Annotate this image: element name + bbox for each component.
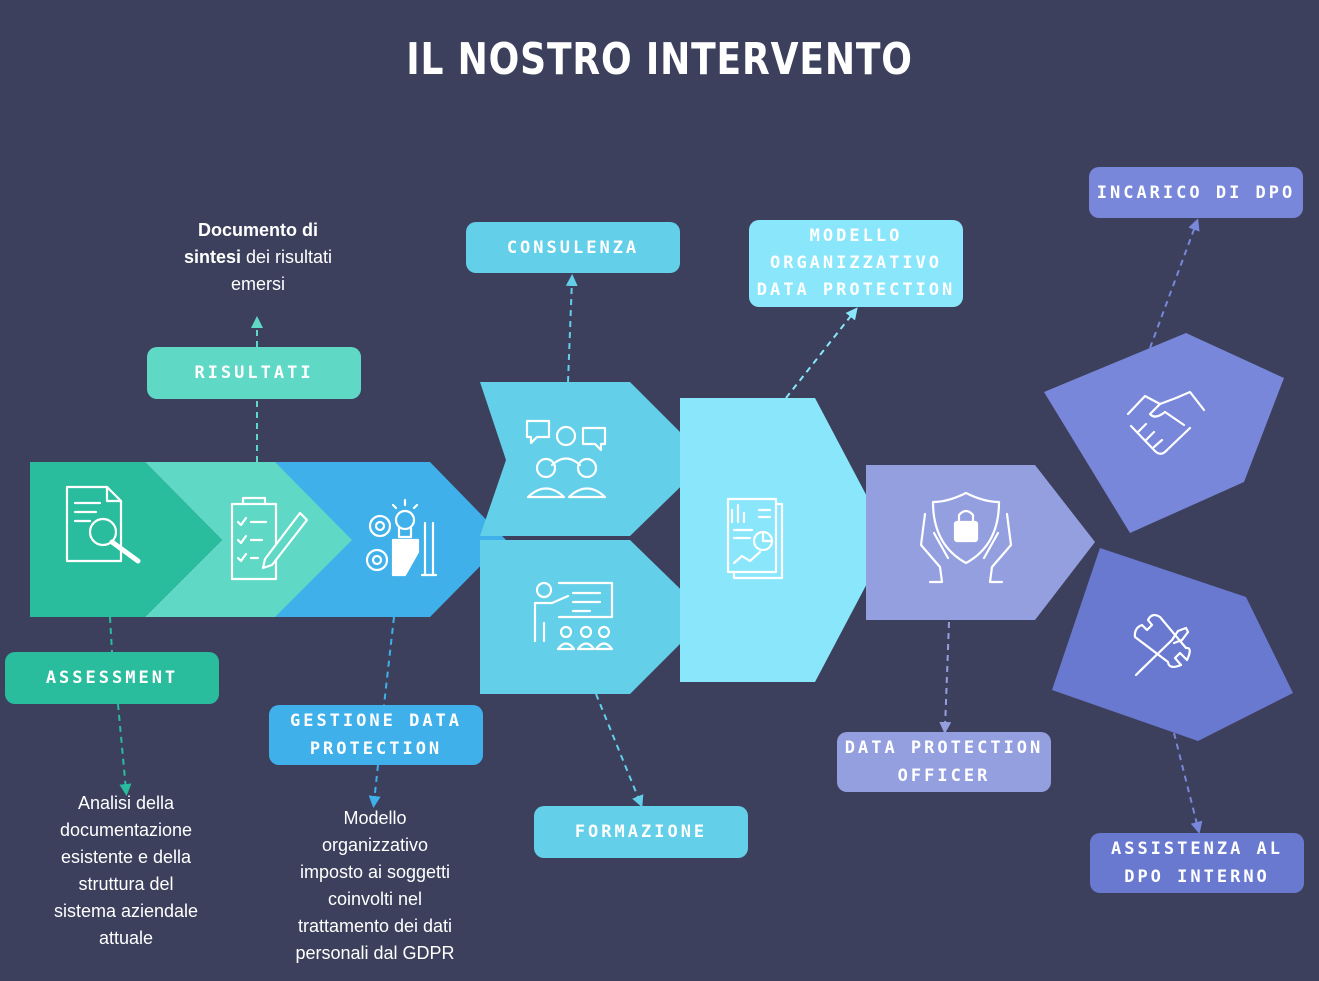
connector-assessment [109, 616, 113, 653]
report-chart-icon [726, 497, 784, 580]
gestione-description: Modello organizzativo imposto ai soggett… [295, 808, 455, 963]
pentagon-assistenza [1052, 548, 1293, 741]
chevron-consulenza [480, 382, 708, 536]
gears-bulb-icon [365, 498, 438, 577]
risultati-desc-rest: dei risultati [240, 247, 333, 267]
label-incarico: INCARICO DI DPO [1089, 167, 1303, 218]
meeting-chat-icon [525, 419, 607, 499]
risultati-desc-bold: Documento di [198, 220, 318, 240]
chevron-gestione [270, 462, 506, 617]
connector-gestione [383, 616, 395, 706]
tools-icon [1133, 613, 1191, 677]
chevron-dpo-officer [866, 465, 1095, 620]
presentation-audience-icon [533, 581, 614, 651]
label-dpo-officer: DATA PROTECTION OFFICER [837, 732, 1051, 792]
label-assessment: ASSESSMENT [5, 652, 219, 704]
connector-formazione [595, 693, 644, 808]
connector-assistenza [1173, 732, 1203, 834]
connector-assessment-desc [117, 703, 132, 796]
page-title: IL NOSTRO INTERVENTO [406, 34, 913, 85]
connector-modello [785, 307, 858, 399]
risultati-desc-end: emersi [230, 274, 285, 294]
connector-dpo-officer [939, 621, 952, 734]
label-consulenza: CONSULENZA [466, 222, 680, 273]
assessment-description: Analisi della documentazione esistente e… [53, 793, 199, 948]
label-modello: MODELLO ORGANIZZATIVO DATA PROTECTION [749, 220, 963, 307]
pentagon-incarico [1044, 333, 1284, 533]
risultati-desc-bold2: sintesi [183, 247, 241, 267]
shield-lock-hands-icon [919, 491, 1013, 584]
label-gestione: GESTIONE DATA PROTECTION [269, 705, 483, 765]
risultati-description: Documento di sintesi dei risultati emers… [145, 217, 371, 298]
chevron-modello [680, 398, 890, 682]
label-assistenza: ASSISTENZA AL DPO INTERNO [1090, 833, 1304, 893]
label-formazione: FORMAZIONE [534, 806, 748, 858]
chevron-assessment [30, 462, 222, 617]
document-search-icon [65, 485, 141, 564]
chevron-risultati [145, 462, 352, 617]
connector-gestione-desc [368, 764, 381, 808]
checklist-pen-icon [230, 496, 309, 581]
connector-consulenza [565, 274, 578, 383]
connector-incarico [1149, 218, 1200, 349]
label-risultati: RISULTATI [147, 347, 361, 399]
handshake-icon [1126, 390, 1206, 455]
